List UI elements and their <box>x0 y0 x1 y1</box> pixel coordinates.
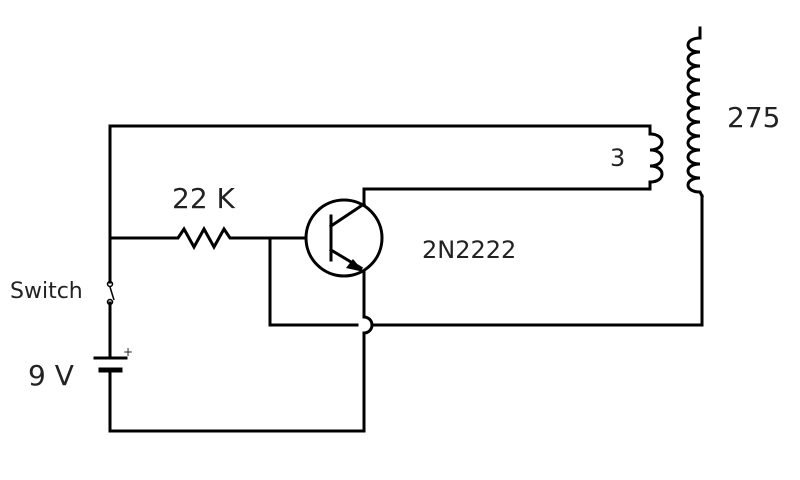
wire-emitter <box>362 270 374 433</box>
primary-coil-symbol <box>648 132 664 184</box>
wires <box>108 124 704 433</box>
transistor-collector <box>328 201 367 229</box>
transistor-label: 2N2222 <box>422 236 516 264</box>
switch-label: Switch <box>10 279 83 304</box>
wire-bottom-rail <box>108 384 366 433</box>
transistor-body <box>304 198 384 278</box>
switch-symbol <box>106 280 115 306</box>
resistor-label: 22 K <box>172 182 236 215</box>
wire-top-rail <box>108 124 652 136</box>
battery-label: 9 V <box>28 359 74 392</box>
transistor-symbol <box>304 198 384 278</box>
primary-coil-label: 3 <box>610 144 625 172</box>
battery-polarity-label: + <box>123 345 133 359</box>
wire-base-to-feedback <box>268 236 359 327</box>
resistor-symbol <box>168 225 237 251</box>
battery-symbol <box>93 356 128 388</box>
wire-collector <box>362 180 652 206</box>
wire-feedback-to-secondary <box>371 194 704 327</box>
secondary-coil-symbol <box>686 26 705 199</box>
secondary-coil-label: 275 <box>727 101 780 134</box>
emitter-arrow-icon <box>346 259 364 272</box>
